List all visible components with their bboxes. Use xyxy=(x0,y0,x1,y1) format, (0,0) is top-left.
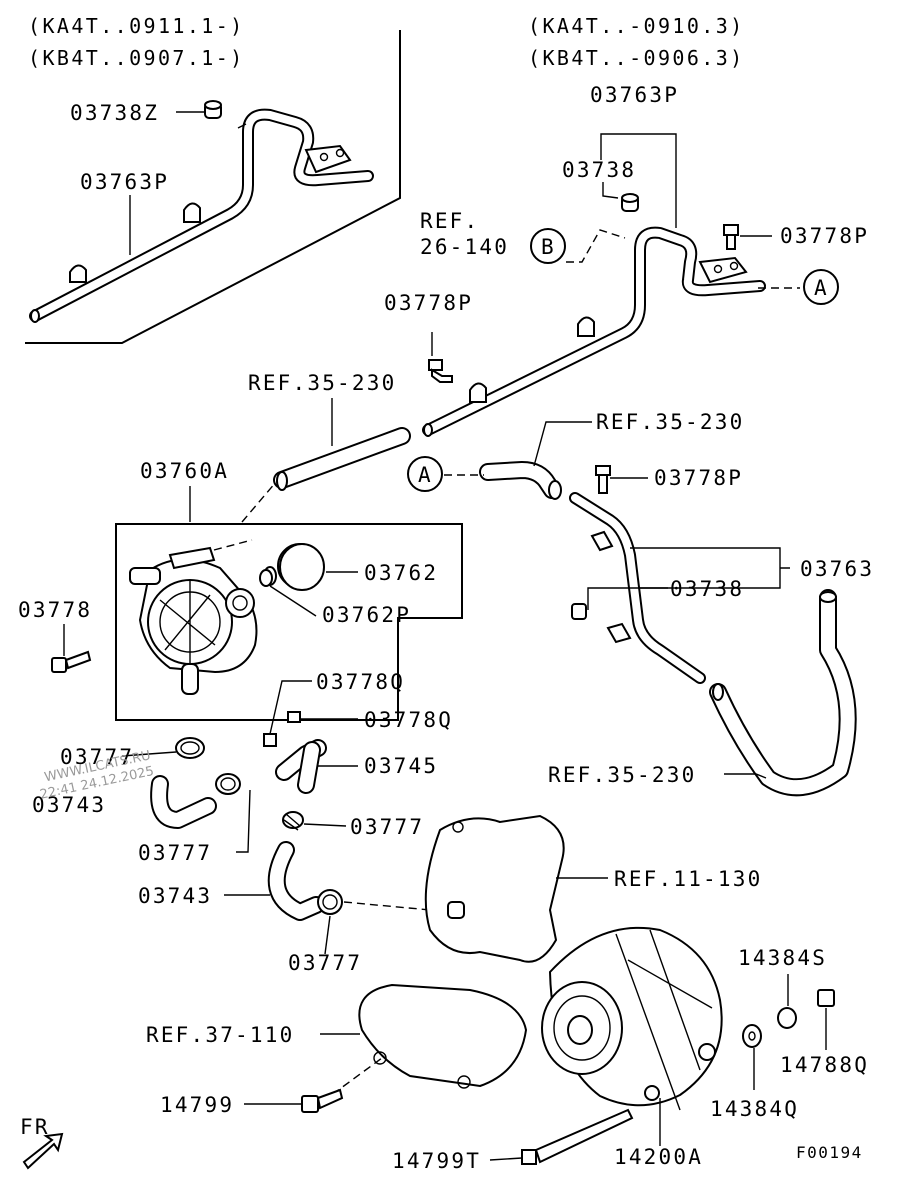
bolt-14799 xyxy=(301,1088,344,1113)
label-03778Q-b: 03778Q xyxy=(364,708,453,732)
label-03777-d: 03777 xyxy=(288,951,362,975)
engine-block-ref-11-130 xyxy=(424,814,565,963)
label-03777-c: 03777 xyxy=(350,815,424,839)
vacuum-pipe-old xyxy=(422,226,766,437)
oring-03762 xyxy=(279,543,325,591)
label-03778Q-a: 03778Q xyxy=(316,670,405,694)
label-ref-26-140-a: REF. xyxy=(420,209,479,233)
label-fr: FR xyxy=(20,1115,50,1139)
label-14200A: 14200A xyxy=(614,1145,703,1169)
alternator-14200A xyxy=(541,926,723,1111)
label-03738-top: 03738 xyxy=(562,158,636,182)
cap-03738-top xyxy=(621,193,639,212)
label-14799: 14799 xyxy=(160,1093,234,1117)
bolt-03778P-mid xyxy=(428,359,453,383)
label-03745: 03745 xyxy=(364,754,438,778)
header-right-line2: (KB4T..-0906.3) xyxy=(528,46,745,70)
washer-14384S xyxy=(777,1007,797,1029)
callout-b: B xyxy=(541,235,556,259)
cap-03738Z xyxy=(204,100,222,119)
hose-ref-35-230-upper xyxy=(273,427,411,491)
header-right-line1: (KA4T..-0910.3) xyxy=(528,14,745,38)
label-03738Z: 03738Z xyxy=(70,101,159,125)
label-03743-a: 03743 xyxy=(32,793,106,817)
callout-b-circle xyxy=(530,228,566,264)
fitting-03745 xyxy=(275,739,327,794)
label-ref-37-110: REF.37-110 xyxy=(146,1023,294,1047)
nut-14788Q xyxy=(817,989,835,1007)
label-03777-b: 03777 xyxy=(138,841,212,865)
label-ref-26-140-b: 26-140 xyxy=(420,235,509,259)
callout-a-left: A xyxy=(418,463,433,487)
vacuum-pipe-new xyxy=(29,108,374,323)
oring-03762P xyxy=(259,569,273,587)
clamp-03777-c xyxy=(282,811,304,831)
label-03762: 03762 xyxy=(364,561,438,585)
label-03778P-right: 03778P xyxy=(654,466,743,490)
label-03743-b: 03743 xyxy=(138,884,212,908)
vacuum-pump-box xyxy=(115,523,463,721)
callout-a-left-circle xyxy=(407,456,443,492)
bolt-03778P-top xyxy=(723,224,739,250)
bolt-03778P-right xyxy=(595,465,611,494)
callout-a-right-circle xyxy=(803,269,839,305)
leader-lines xyxy=(63,111,827,1161)
label-03763: 03763 xyxy=(800,557,874,581)
clamp-03777-a xyxy=(175,737,205,759)
label-03778P-mid: 03778P xyxy=(384,291,473,315)
label-ref-35-230-c: REF.35-230 xyxy=(548,763,696,787)
label-ref-35-230-b: REF.35-230 xyxy=(596,410,744,434)
bolt-03778Q-b xyxy=(287,711,301,723)
label-ref-11-130: REF.11-130 xyxy=(614,867,762,891)
callout-a-right: A xyxy=(814,276,829,300)
cap-03738-right xyxy=(571,603,587,620)
clamp-03777-b xyxy=(215,773,241,795)
hose-03743-a xyxy=(150,775,217,829)
bolt-03778 xyxy=(51,650,92,673)
label-03760A: 03760A xyxy=(140,459,229,483)
label-03762P: 03762P xyxy=(322,603,411,627)
label-03763P-right: 03763P xyxy=(590,83,679,107)
label-03738-right: 03738 xyxy=(670,577,744,601)
figure-id: F00194 xyxy=(796,1143,863,1162)
hose-ref-35-230-a xyxy=(479,461,562,500)
bolt-03778Q-a xyxy=(263,733,277,747)
bolt-14799T xyxy=(521,1108,634,1165)
header-left-line2: (KB4T..0907.1-) xyxy=(28,46,245,70)
label-14384S: 14384S xyxy=(738,946,827,970)
hose-03743-b xyxy=(267,841,325,921)
label-03778P-top: 03778P xyxy=(780,224,869,248)
header-left-line1: (KA4T..0911.1-) xyxy=(28,14,245,38)
label-03778: 03778 xyxy=(18,598,92,622)
label-14788Q: 14788Q xyxy=(780,1053,869,1077)
clamp-03777-d xyxy=(317,889,343,915)
washer-14384Q xyxy=(742,1024,762,1048)
label-03777-a: 03777 xyxy=(60,745,134,769)
bracket-ref-37-110 xyxy=(358,983,528,1089)
label-03763P-left: 03763P xyxy=(80,170,169,194)
hose-ref-35-230-lower xyxy=(709,589,857,797)
label-14384Q: 14384Q xyxy=(710,1097,799,1121)
inset-panel-new-version xyxy=(25,30,401,344)
label-14799T: 14799T xyxy=(392,1149,481,1173)
front-arrow-icon xyxy=(22,1132,64,1170)
label-ref-35-230-a: REF.35-230 xyxy=(248,371,396,395)
